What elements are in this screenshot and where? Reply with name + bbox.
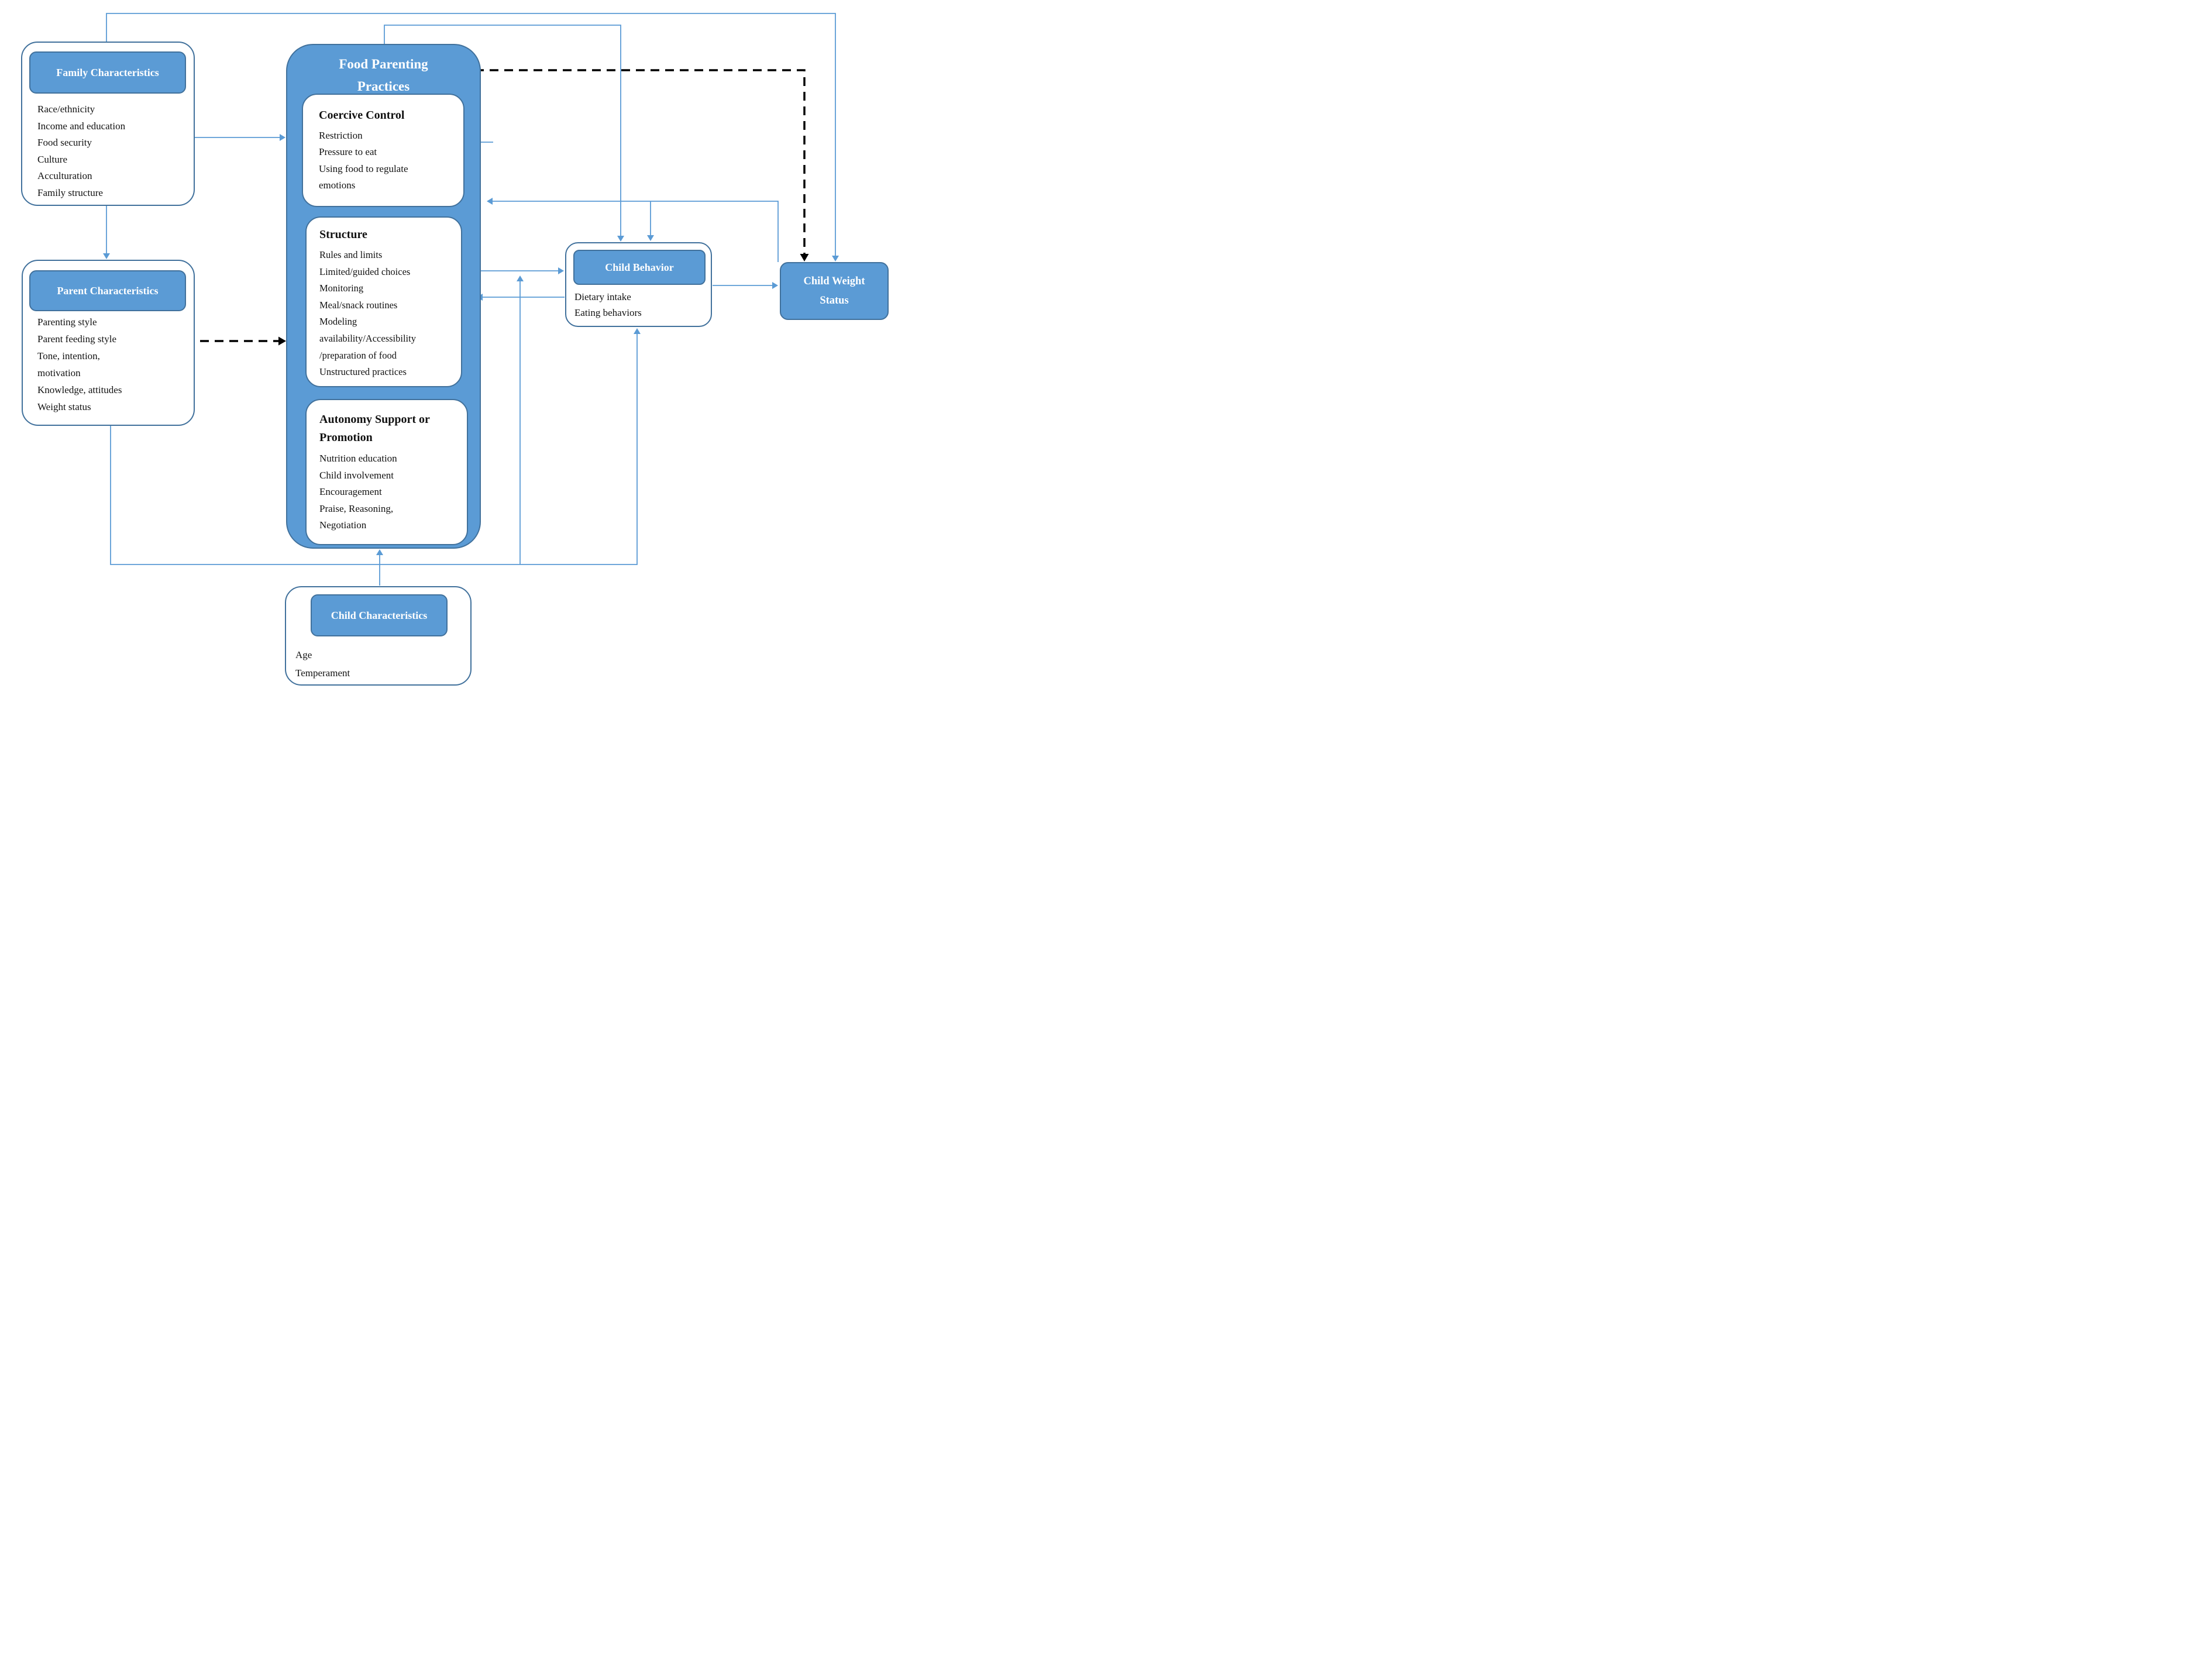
child-weight-status-box: Child Weight Status [780, 262, 889, 320]
list-item: Income and education [37, 120, 126, 132]
list-item: Restriction [319, 130, 363, 141]
list-item-circled: Parenting style [37, 316, 97, 328]
coercive-control-title: Coercive Control [319, 109, 405, 122]
child-behavior-items: Dietary intake Eating behaviors [574, 289, 642, 321]
autonomy-support-box: Autonomy Support or Promotion Nutrition … [305, 399, 468, 545]
list-item: motivation [37, 367, 81, 378]
family-characteristics-header: Family Characteristics [29, 51, 186, 94]
list-item: Weight status [37, 401, 91, 412]
list-item: emotions [319, 180, 356, 191]
child-behavior-box: Child Behavior Dietary intake Eating beh… [565, 242, 712, 327]
list-item: Culture [37, 153, 67, 165]
coercive-control-box: Coercive Control Restriction Pressure to… [302, 94, 464, 207]
list-item: Tone, intention, [37, 350, 100, 362]
list-item: Dietary intake [574, 291, 631, 302]
child-characteristics-box: Child Characteristics Age Temperament [285, 586, 472, 686]
list-item: /preparation of food [319, 349, 397, 361]
list-item: Knowledge, attitudes [37, 384, 122, 395]
list-item: Monitoring [319, 283, 364, 294]
list-item: Family structure [37, 187, 103, 198]
structure-items: Rules and limits Limited/guided choices … [319, 247, 416, 381]
parent-characteristics-title: Parent Characteristics [57, 284, 159, 297]
list-item: Race/ethnicity [37, 104, 95, 115]
parent-characteristics-box: Parent Characteristics Parenting style P… [22, 260, 195, 426]
list-item: Negotiation [319, 519, 367, 531]
list-item: Praise, Reasoning, [319, 502, 394, 514]
food-parenting-practices-title: Food Parenting Practices [339, 57, 428, 94]
list-item: availability/Accessibility [319, 332, 416, 344]
list-item: Acculturation [37, 170, 92, 181]
structure-title: Structure [319, 228, 367, 241]
list-item: Using food to regulate [319, 163, 408, 174]
list-item: Age [295, 649, 312, 660]
list-item: Unstructured practices [319, 366, 407, 378]
list-item: Rules and limits [319, 249, 383, 260]
autonomy-support-items: Nutrition education Child involvement En… [319, 450, 397, 534]
structure-box: Structure Rules and limits Limited/guide… [305, 216, 462, 387]
family-characteristics-items: Race/ethnicity Income and education Food… [37, 101, 125, 201]
list-item: Pressure to eat [319, 146, 377, 158]
child-behavior-title: Child Behavior [605, 261, 674, 273]
parent-characteristics-items: Parenting style Parent feeding style Ton… [37, 314, 122, 415]
child-characteristics-title: Child Characteristics [331, 609, 428, 621]
coercive-control-items: Restriction Pressure to eat Using food t… [319, 128, 408, 194]
list-item: Eating behaviors [574, 307, 642, 318]
child-weight-status-title: Child Weight Status [803, 275, 865, 307]
list-item: Child involvement [319, 469, 394, 481]
parent-characteristics-header: Parent Characteristics [29, 270, 186, 311]
family-characteristics-box: Family Characteristics Race/ethnicity In… [21, 42, 195, 206]
autonomy-support-title: Autonomy Support or Promotion [319, 413, 430, 444]
food-parenting-model-diagram: Family Characteristics Race/ethnicity In… [0, 0, 904, 687]
list-item: Encouragement [319, 486, 382, 497]
list-item: Parent feeding style [37, 333, 117, 345]
list-item: Limited/guided choices [319, 266, 411, 277]
child-characteristics-items: Age Temperament [295, 646, 350, 682]
list-item: Modeling [319, 316, 357, 328]
list-item: Meal/snack routines [319, 299, 398, 311]
list-item: Food security [37, 137, 92, 148]
arrow-fpp-to-child-weight-dashed [475, 69, 809, 261]
list-item: Temperament [295, 667, 350, 679]
child-characteristics-header: Child Characteristics [311, 594, 448, 636]
food-parenting-practices-container: Food Parenting Practices Coercive Contro… [286, 44, 481, 549]
list-item: Nutrition education [319, 453, 397, 464]
family-characteristics-title: Family Characteristics [56, 66, 159, 78]
child-behavior-header: Child Behavior [573, 250, 706, 285]
